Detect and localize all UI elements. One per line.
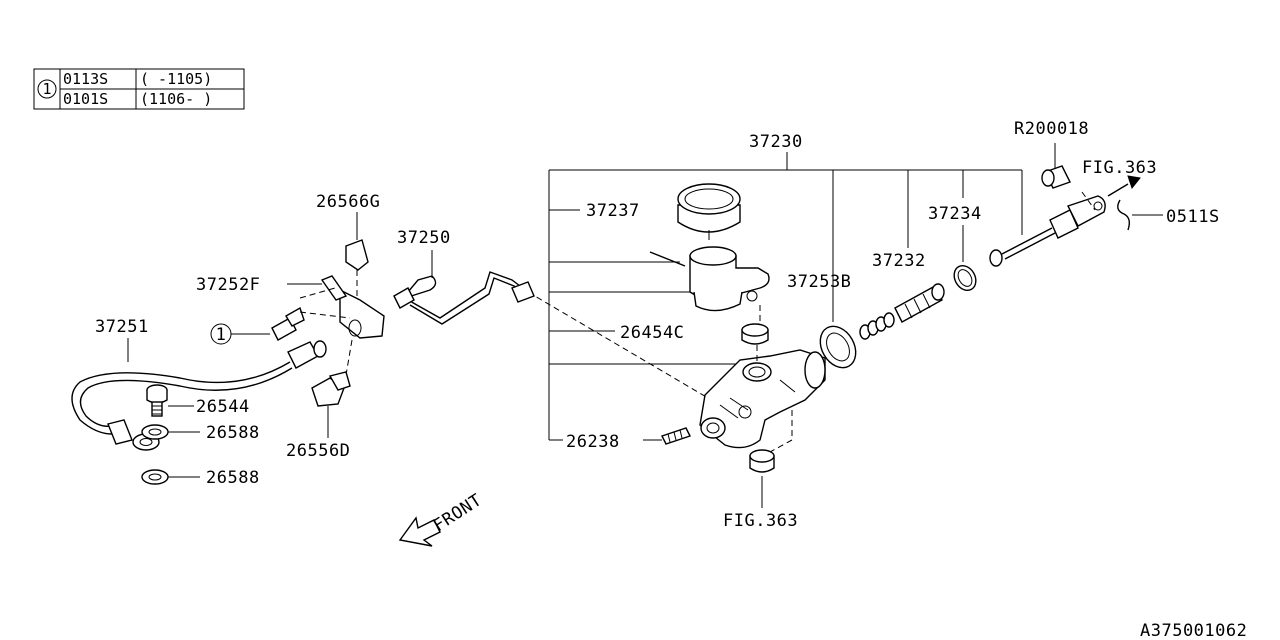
front-arrow [398, 516, 441, 547]
label-26556d: 26556D [286, 441, 350, 461]
washer-lower [141, 469, 200, 485]
label-26238: 26238 [566, 432, 620, 452]
label-front: FRONT [430, 490, 486, 536]
label-37234: 37234 [928, 204, 982, 224]
legend-table: 1 0113S ( -1105) 0101S (1106- ) [33, 68, 245, 110]
fig363-arrow [1107, 175, 1141, 197]
label-37253b: 37253B [787, 272, 851, 292]
label-37252f: 37252F [196, 275, 260, 295]
o-ring [953, 264, 977, 292]
label-fig363-top: FIG.363 [1082, 158, 1157, 178]
label-37230: 37230 [749, 132, 803, 152]
label-37237: 37237 [586, 201, 640, 221]
legend-marker-circle [37, 79, 57, 99]
label-r200018: R200018 [1014, 119, 1089, 139]
legend-range-1: ( -1105) [140, 70, 212, 88]
label-0511s: 0511S [1166, 207, 1220, 227]
label-26588-b: 26588 [206, 468, 260, 488]
reservoir-seal [741, 323, 769, 345]
label-37250: 37250 [397, 228, 451, 248]
clutch-hose [71, 338, 327, 451]
label-26454c: 26454C [620, 323, 684, 343]
group-bracket-37230 [548, 152, 1023, 441]
hose-bracket [287, 212, 385, 376]
bleeder-screw [643, 427, 691, 445]
master-cylinder-body [699, 349, 826, 449]
legend-range-2: (1106- ) [140, 90, 212, 108]
clutch-switch [311, 371, 351, 438]
label-37232: 37232 [872, 251, 926, 271]
clevis-pin [1041, 143, 1071, 189]
label-26588-a: 26588 [206, 423, 260, 443]
label-fig363-bottom: FIG.363 [723, 511, 798, 531]
clip-0511s [1117, 199, 1163, 231]
bracket-bolt [210, 287, 351, 345]
legend-marker: 1 [42, 80, 51, 98]
gasket [819, 325, 857, 369]
legend-code-2: 0101S [63, 90, 108, 108]
clutch-pipe [393, 250, 535, 325]
label-26544: 26544 [196, 397, 250, 417]
label-26566g: 26566G [316, 192, 380, 212]
legend-code-1: 0113S [63, 70, 108, 88]
washer-upper [141, 424, 200, 440]
pipe-connection-dash [527, 291, 761, 399]
reservoir-cap [677, 183, 741, 240]
label-callout-1: 1 [216, 325, 227, 345]
reservoir-body [649, 246, 770, 312]
label-37251: 37251 [95, 317, 149, 337]
piston-assembly [859, 283, 945, 340]
push-rod [989, 191, 1106, 267]
union-bolt [146, 384, 194, 417]
label-diagram-id: A375001062 [1140, 621, 1247, 640]
bottom-nut [749, 410, 793, 508]
